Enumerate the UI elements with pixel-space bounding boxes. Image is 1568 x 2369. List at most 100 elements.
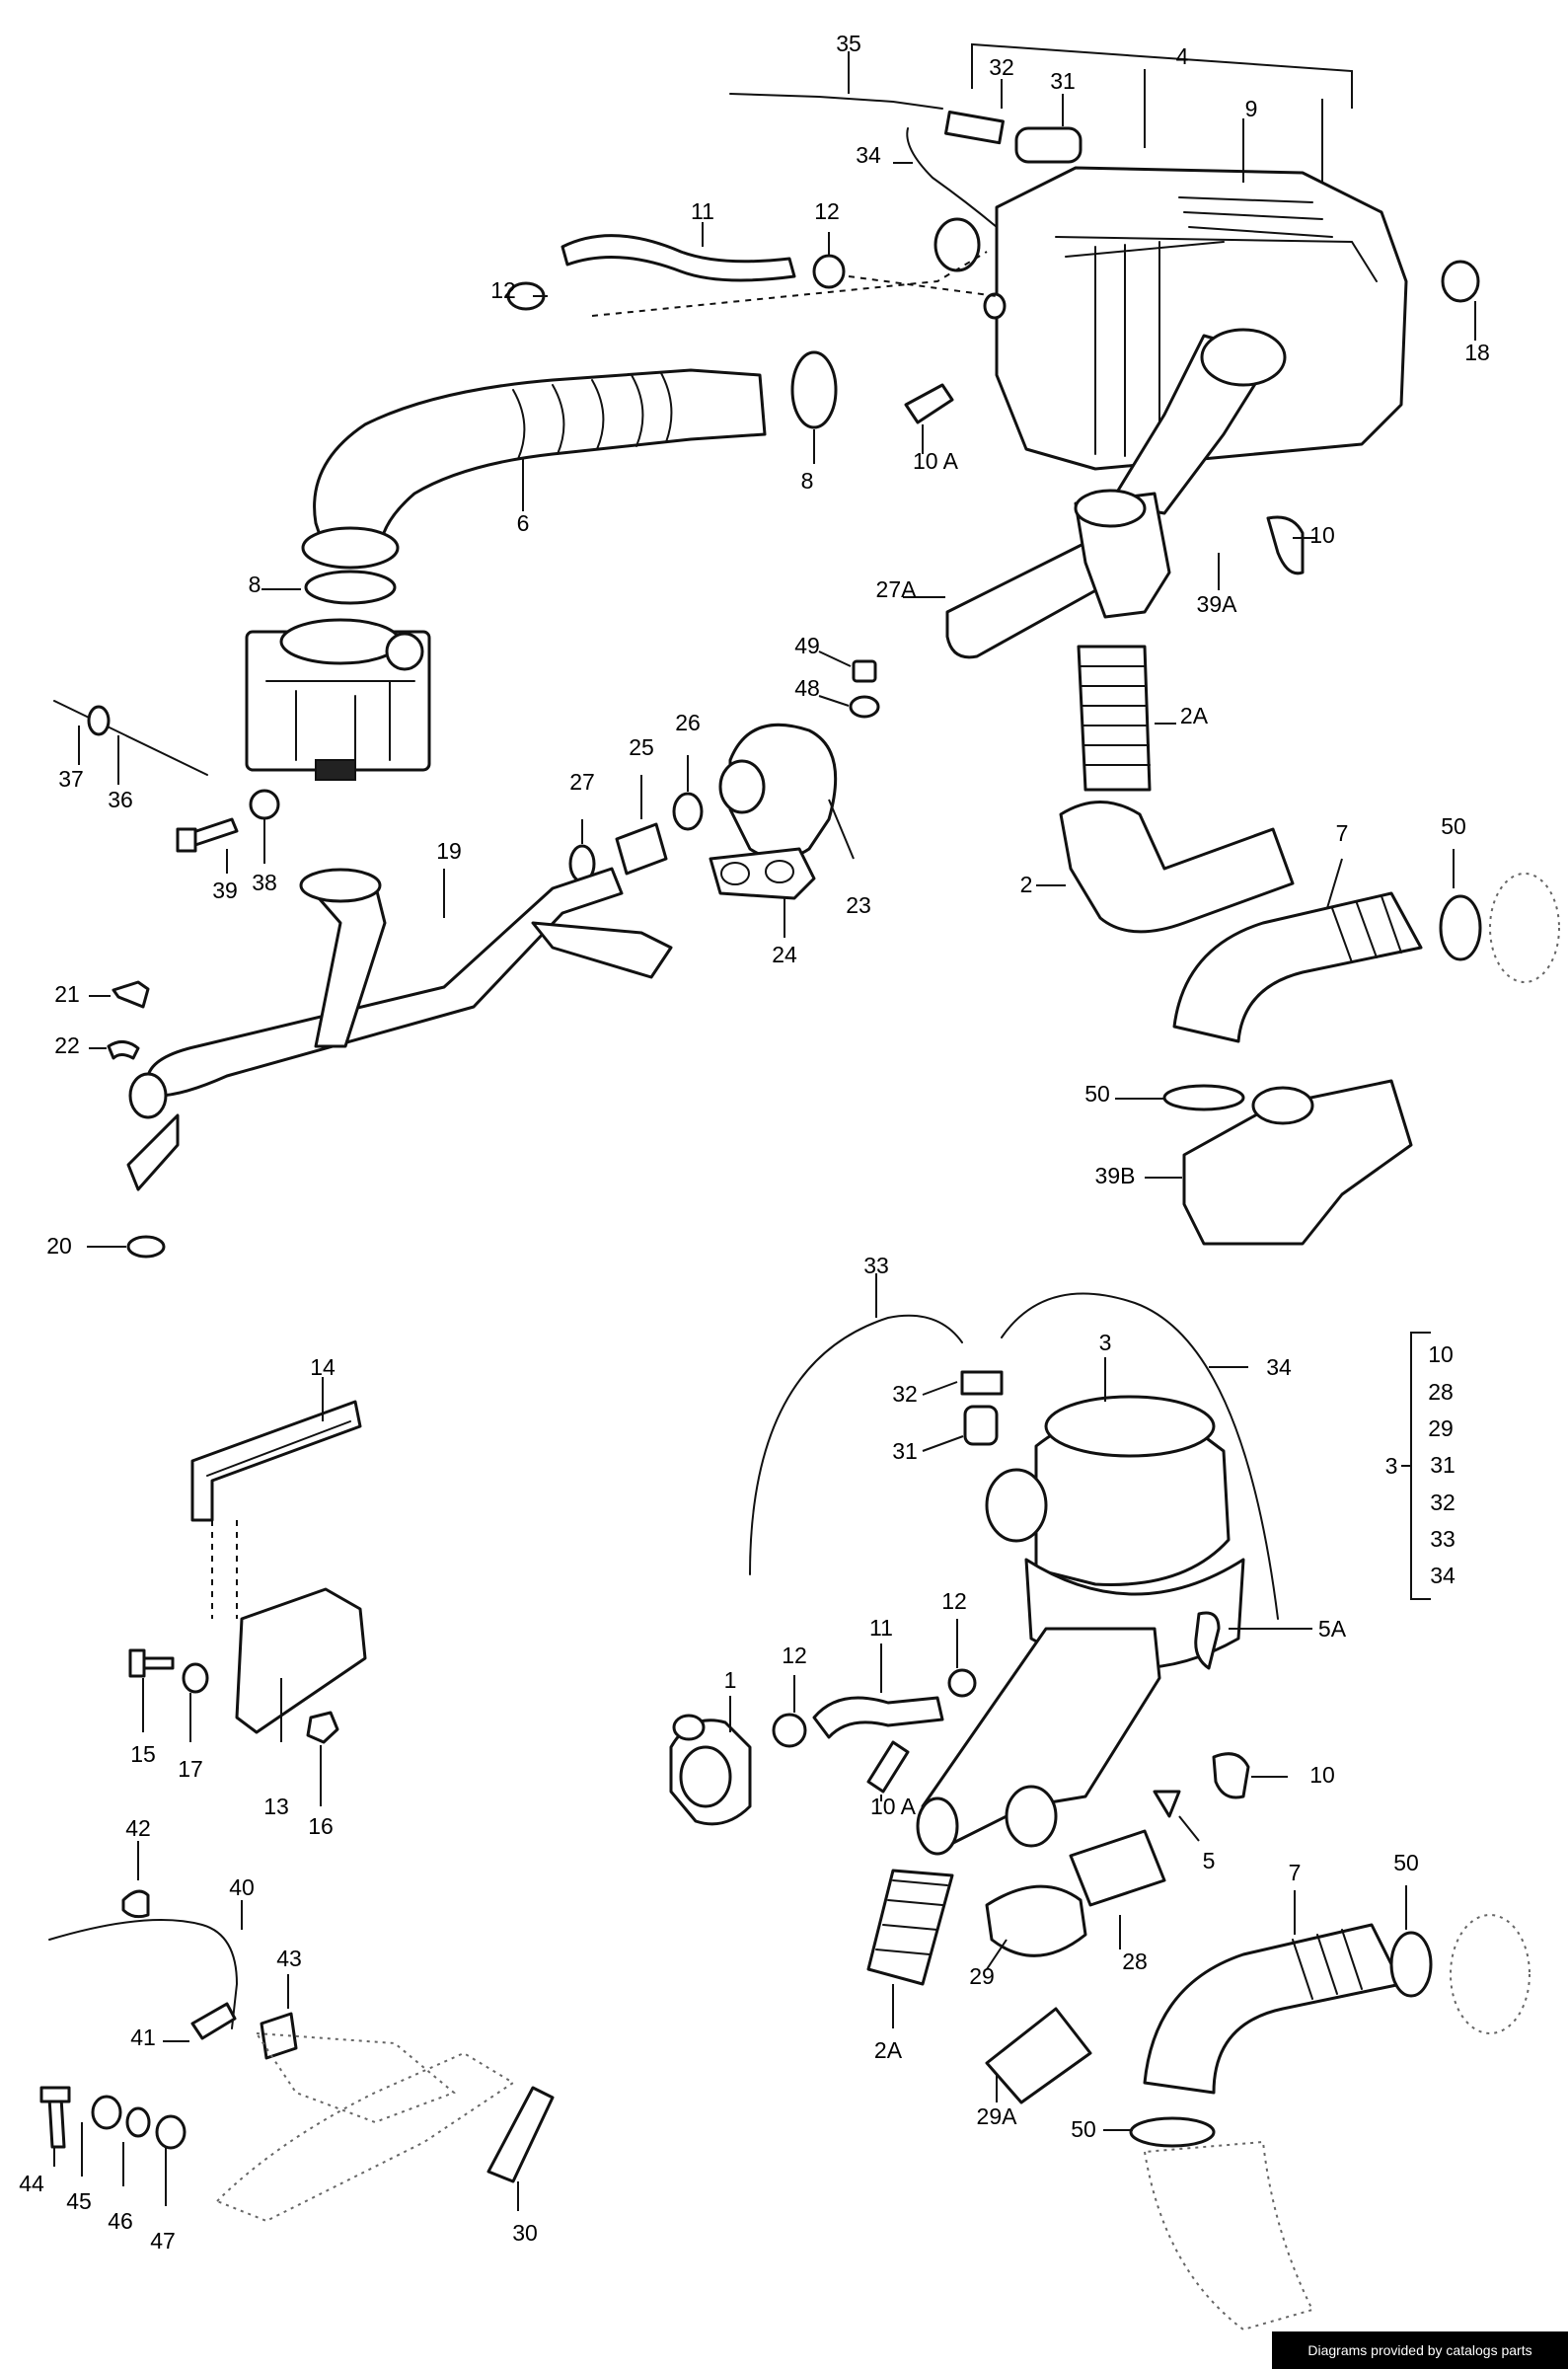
callout-label: 5 xyxy=(1203,1848,1216,1873)
callout-label: 39B xyxy=(1095,1163,1136,1188)
callout-label: 31 xyxy=(892,1438,918,1464)
pipe-10a-lower xyxy=(866,1740,910,1794)
credit-banner: Diagrams provided by catalogs parts xyxy=(1272,2331,1568,2369)
gasket-20 xyxy=(126,1235,166,1259)
callout-label: 11 xyxy=(869,1615,893,1641)
grommet-5 xyxy=(1153,1790,1181,1818)
callout-label: 49 xyxy=(794,633,820,658)
callout-label: 38 xyxy=(252,870,277,895)
intake-duct-6 xyxy=(313,368,767,555)
connector-41 xyxy=(190,2002,237,2040)
callout-label: 42 xyxy=(125,1815,151,1841)
nut-45 xyxy=(91,2095,122,2130)
hose-34 xyxy=(906,127,998,228)
clip-5a xyxy=(1194,1611,1221,1670)
group-bracket xyxy=(1410,1332,1431,1600)
pipe-10a-upper xyxy=(904,383,954,424)
callout-label: 41 xyxy=(130,2025,156,2050)
callout-label: 36 xyxy=(108,787,133,812)
heater-elbow-2 xyxy=(1059,801,1295,934)
callout-label: 50 xyxy=(1393,1850,1419,1875)
callout-label: 40 xyxy=(229,1874,255,1900)
bolt-21 xyxy=(112,980,150,1009)
clip-10-upper xyxy=(1266,515,1305,575)
clamp-50-lower-b xyxy=(1129,2116,1216,2148)
callout-label: 50 xyxy=(1441,813,1466,839)
sender-30 xyxy=(486,2086,555,2183)
callout-label: 10 A xyxy=(870,1794,917,1819)
callout-label: 28 xyxy=(1428,1379,1454,1405)
callout-label: 27A xyxy=(876,576,918,602)
callout-label: 8 xyxy=(801,468,814,494)
callout-label: 34 xyxy=(1430,1563,1456,1588)
washer-48 xyxy=(849,695,880,719)
bracket-4 xyxy=(971,42,1353,109)
callout-label: 43 xyxy=(276,1946,302,1971)
callout-label: 27 xyxy=(569,769,595,795)
clamp-50-upper xyxy=(1439,894,1482,961)
clamp-50-mid xyxy=(1162,1084,1245,1111)
valve-31 xyxy=(1014,126,1083,164)
clamp-8-lower xyxy=(304,570,397,605)
clip-42 xyxy=(121,1889,150,1919)
nut-49 xyxy=(852,659,877,683)
intake-stack xyxy=(921,1627,1161,1848)
callout-label: 50 xyxy=(1084,1081,1110,1107)
gasket-24 xyxy=(709,847,816,900)
callout-label: 2A xyxy=(874,2037,903,2063)
callout-label: 33 xyxy=(1430,1526,1456,1552)
callout-label: 35 xyxy=(836,31,861,56)
hot-air-pipe-27a xyxy=(945,541,1112,659)
callout-label: 12 xyxy=(941,1588,967,1614)
clamp-12-lower-a xyxy=(772,1713,807,1748)
callout-label: 11 xyxy=(691,198,714,224)
callout-label: 10 A xyxy=(913,448,959,474)
callout-label: 16 xyxy=(308,1813,334,1839)
bolt-44 xyxy=(47,2096,66,2149)
callout-label: 33 xyxy=(863,1253,889,1278)
callout-label: 12 xyxy=(490,277,516,303)
cable-36 xyxy=(53,700,208,776)
callout-label: 5A xyxy=(1318,1616,1347,1642)
callout-label: 44 xyxy=(19,2171,44,2196)
callout-label: 32 xyxy=(989,54,1014,80)
washer-17 xyxy=(182,1662,209,1694)
callout-label: 7 xyxy=(1289,1860,1302,1885)
callout-label: 30 xyxy=(512,2220,538,2246)
flap-29 xyxy=(985,1884,1087,1957)
nut-47 xyxy=(155,2114,187,2150)
clamp-8-upper xyxy=(790,350,838,429)
callout-label: 6 xyxy=(517,510,530,536)
callout-label: 46 xyxy=(108,2208,133,2234)
valve-39b xyxy=(1182,1079,1413,1246)
callout-label: 25 xyxy=(629,734,654,760)
callout-label: 15 xyxy=(130,1741,156,1767)
bracket-32-lower xyxy=(960,1370,1004,1396)
clamp-12-lower-b xyxy=(947,1668,977,1698)
hose-11-lower xyxy=(812,1696,944,1739)
callout-label: 29A xyxy=(977,2103,1018,2129)
nut-38 xyxy=(249,789,280,820)
callout-label: 19 xyxy=(436,838,462,864)
callout-label: 10 xyxy=(1309,522,1335,548)
washer-46 xyxy=(125,2106,151,2138)
hose-7-lower xyxy=(1143,1923,1403,2095)
callout-label: 32 xyxy=(892,1381,918,1407)
wire-40 xyxy=(48,1919,239,2029)
callout-label: 2A xyxy=(1180,703,1209,728)
callout-label: 18 xyxy=(1464,340,1490,365)
callout-label: 39A xyxy=(1197,591,1238,617)
callout-label: 14 xyxy=(310,1354,336,1380)
callout-label: 50 xyxy=(1071,2116,1096,2142)
callout-label: 32 xyxy=(1430,1490,1456,1515)
callout-label: 29 xyxy=(1428,1415,1454,1441)
callout-label: 12 xyxy=(814,198,840,224)
hose-2a-upper xyxy=(1077,645,1152,792)
callout-label: 28 xyxy=(1122,1949,1148,1974)
callout-label: 37 xyxy=(58,766,84,792)
callout-label: 13 xyxy=(263,1794,289,1819)
plate-13 xyxy=(235,1587,367,1734)
hose-25 xyxy=(615,822,668,876)
callout-label: 12 xyxy=(782,1643,807,1668)
